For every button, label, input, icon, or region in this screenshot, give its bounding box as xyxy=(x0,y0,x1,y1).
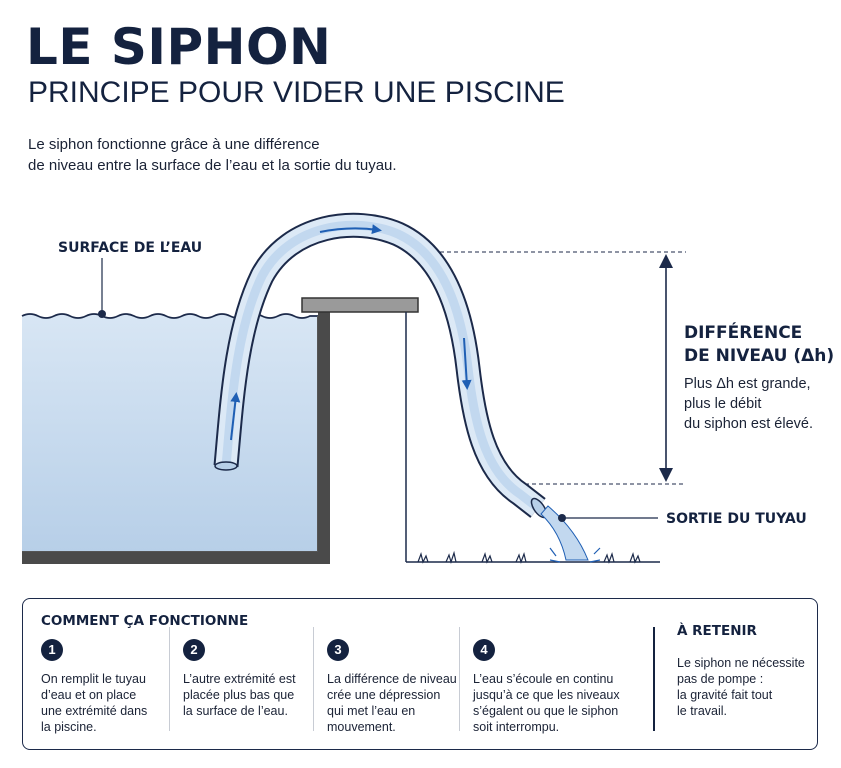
retain-line: la gravité fait tout xyxy=(677,688,773,702)
intro-text: Le siphon fonctionne grâce à une différe… xyxy=(28,134,397,176)
step-3: 3 La différence de niveau crée une dépre… xyxy=(327,639,467,735)
step-line: d’eau et on place xyxy=(41,688,137,702)
retain-line: Le siphon ne nécessite xyxy=(677,656,805,670)
step-line: la surface de l’eau. xyxy=(183,704,288,718)
flow-arrow-down xyxy=(461,337,472,390)
water-surface-line xyxy=(21,313,318,319)
step-text: On remplit le tuyau d’eau et on place un… xyxy=(41,671,181,735)
siphon-pipe-inner xyxy=(221,220,541,512)
step-line: L’autre extrémité est xyxy=(183,672,296,686)
step-line: qui met l’eau en xyxy=(327,704,416,718)
difference-desc-line: Plus Δh est grande, xyxy=(684,376,811,392)
step-line: placée plus bas que xyxy=(183,688,295,702)
siphon-diagram xyxy=(21,212,686,565)
step-line: mouvement. xyxy=(327,720,396,734)
retain-line: pas de pompe : xyxy=(677,672,764,686)
pool-water xyxy=(22,314,318,552)
difference-title: DIFFÉRENCE DE NIVEAU (Δh) xyxy=(684,322,834,368)
flow-arrow-top xyxy=(319,224,382,235)
step-line: L’eau s’écoule en continu xyxy=(473,672,614,686)
retain-line: le travail. xyxy=(677,704,728,718)
outlet-dot xyxy=(558,514,566,522)
water-stream xyxy=(540,505,589,561)
how-it-works-title: COMMENT ÇA FONCTIONNE xyxy=(41,613,249,629)
step-2: 2 L’autre extrémité est placée plus bas … xyxy=(183,639,323,719)
step-text: La différence de niveau crée une dépress… xyxy=(327,671,467,735)
surface-dot xyxy=(98,310,106,318)
step-1: 1 On remplit le tuyau d’eau et on place … xyxy=(41,639,181,735)
step-text: L’eau s’écoule en continu jusqu’à ce que… xyxy=(473,671,643,735)
page-title: LE SIPHON xyxy=(26,18,332,76)
flow-arrow-up xyxy=(230,392,241,441)
step-text: L’autre extrémité est placée plus bas qu… xyxy=(183,671,323,719)
step-line: s’égalent ou que le siphon xyxy=(473,704,619,718)
difference-desc-line: plus le débit xyxy=(684,396,762,412)
pool-coping xyxy=(301,297,419,313)
step-divider xyxy=(459,627,460,731)
step-badge: 3 xyxy=(327,639,349,661)
step-line: une extrémité dans xyxy=(41,704,148,718)
step-badge: 1 xyxy=(41,639,63,661)
step-line: la piscine. xyxy=(41,720,97,734)
step-divider xyxy=(313,627,314,731)
intro-line: de niveau entre la surface de l’eau et l… xyxy=(28,157,397,174)
retain-divider xyxy=(653,627,655,731)
step-line: soit interrompu. xyxy=(473,720,560,734)
surface-label: SURFACE DE L’EAU xyxy=(58,240,203,256)
step-divider xyxy=(169,627,170,731)
pool-wall-right xyxy=(318,312,330,564)
how-it-works-panel: COMMENT ÇA FONCTIONNE 1 On remplit le tu… xyxy=(22,598,818,750)
retain-box: À RETENIR Le siphon ne nécessite pas de … xyxy=(677,623,817,719)
step-line: La différence de niveau xyxy=(327,672,457,686)
difference-title-line: DIFFÉRENCE xyxy=(684,323,803,343)
delta-h-arrow-top xyxy=(659,254,673,268)
outlet-label: SORTIE DU TUYAU xyxy=(666,511,807,527)
intro-line: Le siphon fonctionne grâce à une différe… xyxy=(28,136,320,153)
pipe-inlet xyxy=(214,461,238,471)
retain-text: Le siphon ne nécessite pas de pompe : la… xyxy=(677,655,817,719)
step-line: crée une dépression xyxy=(327,688,441,702)
step-4: 4 L’eau s’écoule en continu jusqu’à ce q… xyxy=(473,639,643,735)
difference-desc-line: du siphon est élevé. xyxy=(684,416,813,432)
step-line: jusqu’à ce que les niveaux xyxy=(473,688,620,702)
step-badge: 4 xyxy=(473,639,495,661)
step-line: On remplit le tuyau xyxy=(41,672,146,686)
difference-title-line: DE NIVEAU (Δh) xyxy=(684,346,835,366)
retain-title: À RETENIR xyxy=(677,623,757,639)
page-subtitle: PRINCIPE POUR VIDER UNE PISCINE xyxy=(28,76,565,109)
difference-description: Plus Δh est grande, plus le débit du sip… xyxy=(684,374,813,434)
delta-h-arrow-bottom xyxy=(659,468,673,482)
splash xyxy=(549,547,601,563)
step-badge: 2 xyxy=(183,639,205,661)
grass xyxy=(417,550,641,565)
pool-floor xyxy=(22,552,330,564)
